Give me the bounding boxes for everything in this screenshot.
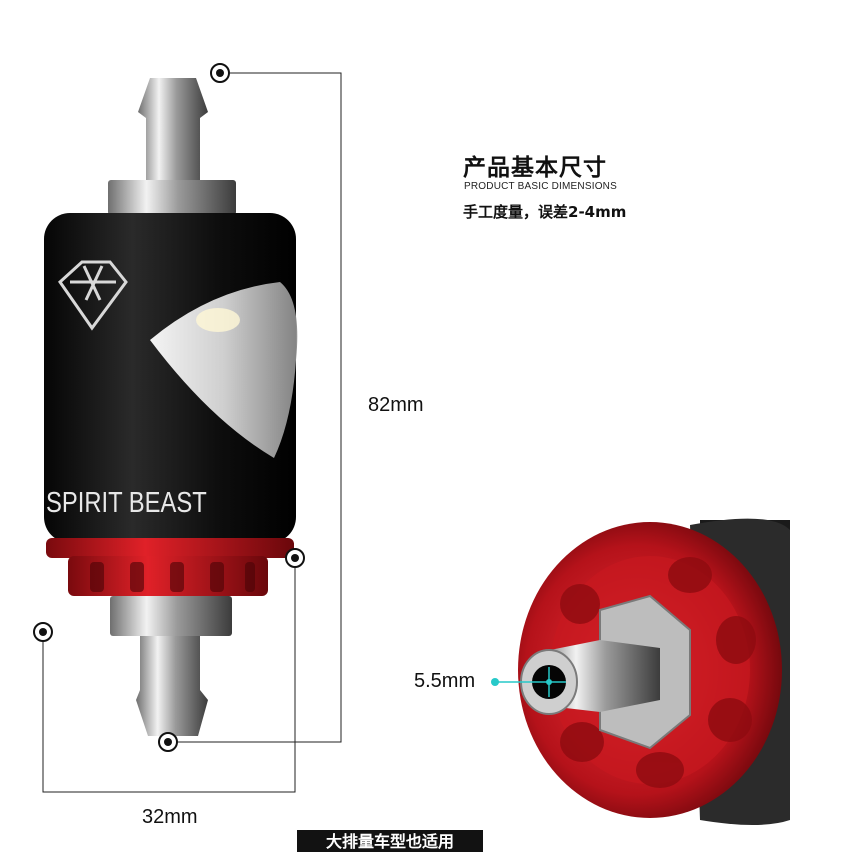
bottom-hex-nut	[110, 596, 232, 636]
sight-window-highlight	[196, 308, 240, 332]
fuel-filter-closeup	[491, 518, 790, 825]
length-dimension-label: 82mm	[368, 394, 424, 416]
top-hose-barb	[138, 78, 208, 180]
dimension-lines	[42, 72, 342, 793]
brand-logo	[58, 260, 128, 331]
fuel-filter-front-view	[44, 78, 298, 736]
section-subtitle: PRODUCT BASIC DIMENSIONS	[464, 181, 617, 192]
dimension-markers	[33, 63, 305, 752]
width-dimension-label: 32mm	[142, 806, 198, 828]
brand-text: SPIRIT BEAST	[46, 487, 207, 519]
top-hex-nut	[108, 180, 236, 215]
footer-banner: 大排量车型也适用	[297, 830, 483, 852]
red-band	[46, 538, 294, 558]
bore-dimension-label: 5.5mm	[414, 670, 476, 692]
measurement-note: 手工度量，误差2-4mm	[463, 203, 627, 221]
section-title: 产品基本尺寸	[463, 155, 607, 181]
bottom-hose-barb	[136, 636, 208, 736]
sight-window	[150, 282, 298, 458]
